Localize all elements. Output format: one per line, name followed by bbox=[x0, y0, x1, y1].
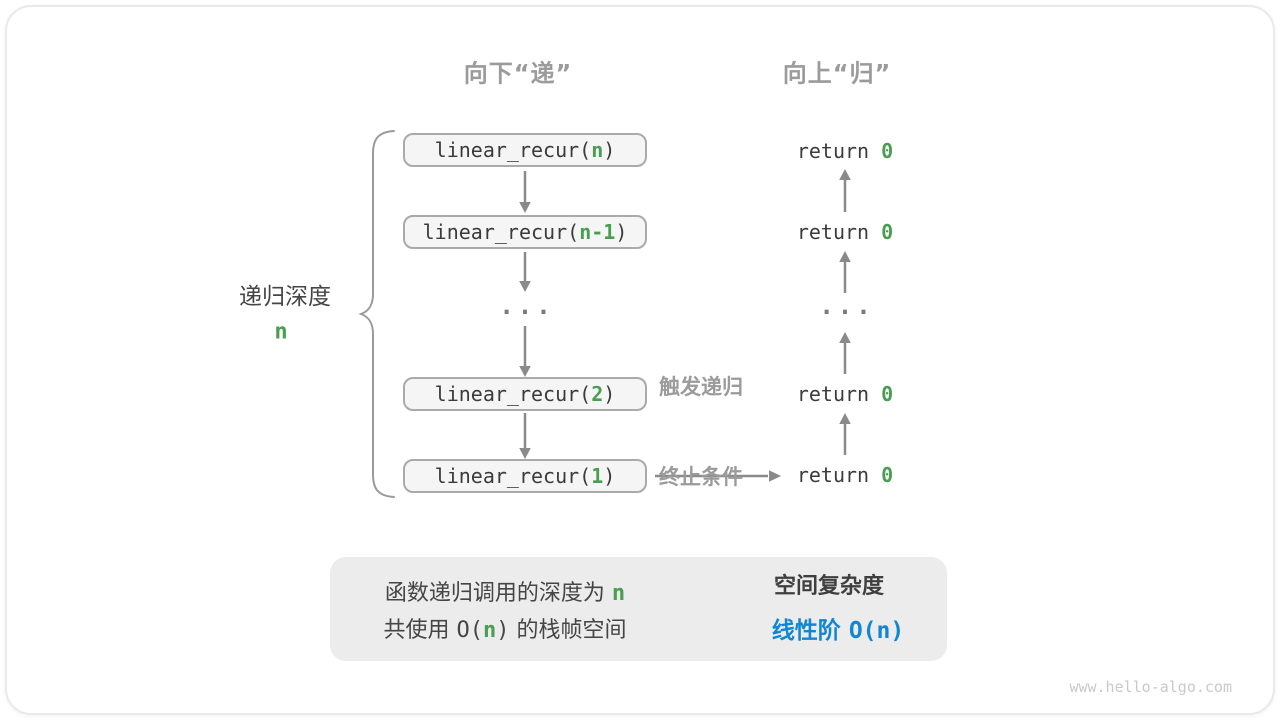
return-keyword: return bbox=[796, 382, 882, 406]
return-value: 0 bbox=[881, 382, 894, 406]
up-arrow-3 bbox=[839, 332, 851, 374]
space-complexity-result: 线性阶 O(n) bbox=[772, 611, 904, 645]
returns-ellipsis: ... bbox=[819, 292, 875, 320]
summary-line2-post: 的栈帧空间 bbox=[509, 618, 627, 643]
depth-brace bbox=[358, 130, 395, 498]
summary-line2: 共使用 O(n) 的栈帧空间 bbox=[384, 612, 627, 644]
up-arrow-2 bbox=[839, 251, 851, 293]
return-keyword: return bbox=[796, 463, 882, 487]
up-arrow-4 bbox=[839, 413, 851, 455]
termination-note-line1: 触发递归 bbox=[659, 375, 743, 399]
return-value: 0 bbox=[881, 463, 894, 487]
down-arrow-1 bbox=[519, 171, 531, 213]
summary-line1: 函数递归调用的深度为 n bbox=[385, 575, 625, 607]
summary-panel bbox=[330, 557, 947, 661]
watermark: www.hello-algo.com bbox=[1069, 678, 1232, 696]
up-arrow-1 bbox=[839, 169, 851, 212]
depth-value: n bbox=[274, 319, 288, 345]
call-box-n-1: linear_recur(n-1) bbox=[403, 215, 647, 249]
summary-line1-value: n bbox=[611, 581, 626, 606]
summary-line1-text: 函数递归调用的深度为 bbox=[384, 581, 612, 606]
call-prefix: linear_recur( bbox=[434, 138, 592, 162]
call-prefix: linear_recur( bbox=[422, 220, 580, 244]
result-bigO: O(n) bbox=[848, 618, 905, 644]
terminate-arrow bbox=[655, 470, 781, 482]
call-suffix: ) bbox=[603, 382, 616, 406]
call-arg: 2 bbox=[591, 382, 604, 406]
summary-line2-pre: 共使用 bbox=[383, 618, 457, 643]
result-prefix: 线性阶 bbox=[771, 618, 849, 644]
call-arg: n bbox=[591, 138, 604, 162]
depth-label: 递归深度 bbox=[239, 284, 331, 310]
return-statement: return 0 bbox=[797, 139, 893, 163]
call-prefix: linear_recur( bbox=[434, 464, 592, 488]
summary-line2-close: ) bbox=[496, 618, 510, 643]
return-statement: return 0 bbox=[797, 220, 893, 244]
termination-note-line2: 终止条件 bbox=[659, 465, 743, 489]
call-box-n: linear_recur(n) bbox=[403, 133, 647, 167]
calls-ellipsis: ... bbox=[499, 292, 555, 320]
call-arg: 1 bbox=[591, 464, 604, 488]
call-prefix: linear_recur( bbox=[434, 382, 592, 406]
call-suffix: ) bbox=[603, 138, 616, 162]
call-suffix: ) bbox=[603, 464, 616, 488]
call-suffix: ) bbox=[615, 220, 628, 244]
return-keyword: return bbox=[796, 220, 882, 244]
call-box-1: linear_recur(1) bbox=[403, 459, 647, 493]
down-arrow-2 bbox=[519, 252, 531, 292]
space-complexity-title: 空间复杂度 bbox=[773, 574, 885, 599]
call-box-2: linear_recur(2) bbox=[403, 377, 647, 411]
down-arrow-4 bbox=[519, 413, 531, 459]
summary-line2-n: n bbox=[483, 618, 497, 643]
return-value: 0 bbox=[881, 139, 894, 163]
return-value: 0 bbox=[881, 220, 894, 244]
header-ascend: 向上“归” bbox=[782, 59, 892, 88]
summary-line2-bigO: O( bbox=[456, 618, 484, 643]
call-arg: n-1 bbox=[579, 220, 616, 244]
header-descend: 向下“递” bbox=[463, 59, 573, 88]
termination-note: 触发递归 终止条件 bbox=[659, 312, 743, 552]
down-arrow-3 bbox=[519, 326, 531, 377]
return-statement: return 0 bbox=[797, 382, 893, 406]
return-keyword: return bbox=[796, 139, 882, 163]
return-statement: return 0 bbox=[797, 463, 893, 487]
